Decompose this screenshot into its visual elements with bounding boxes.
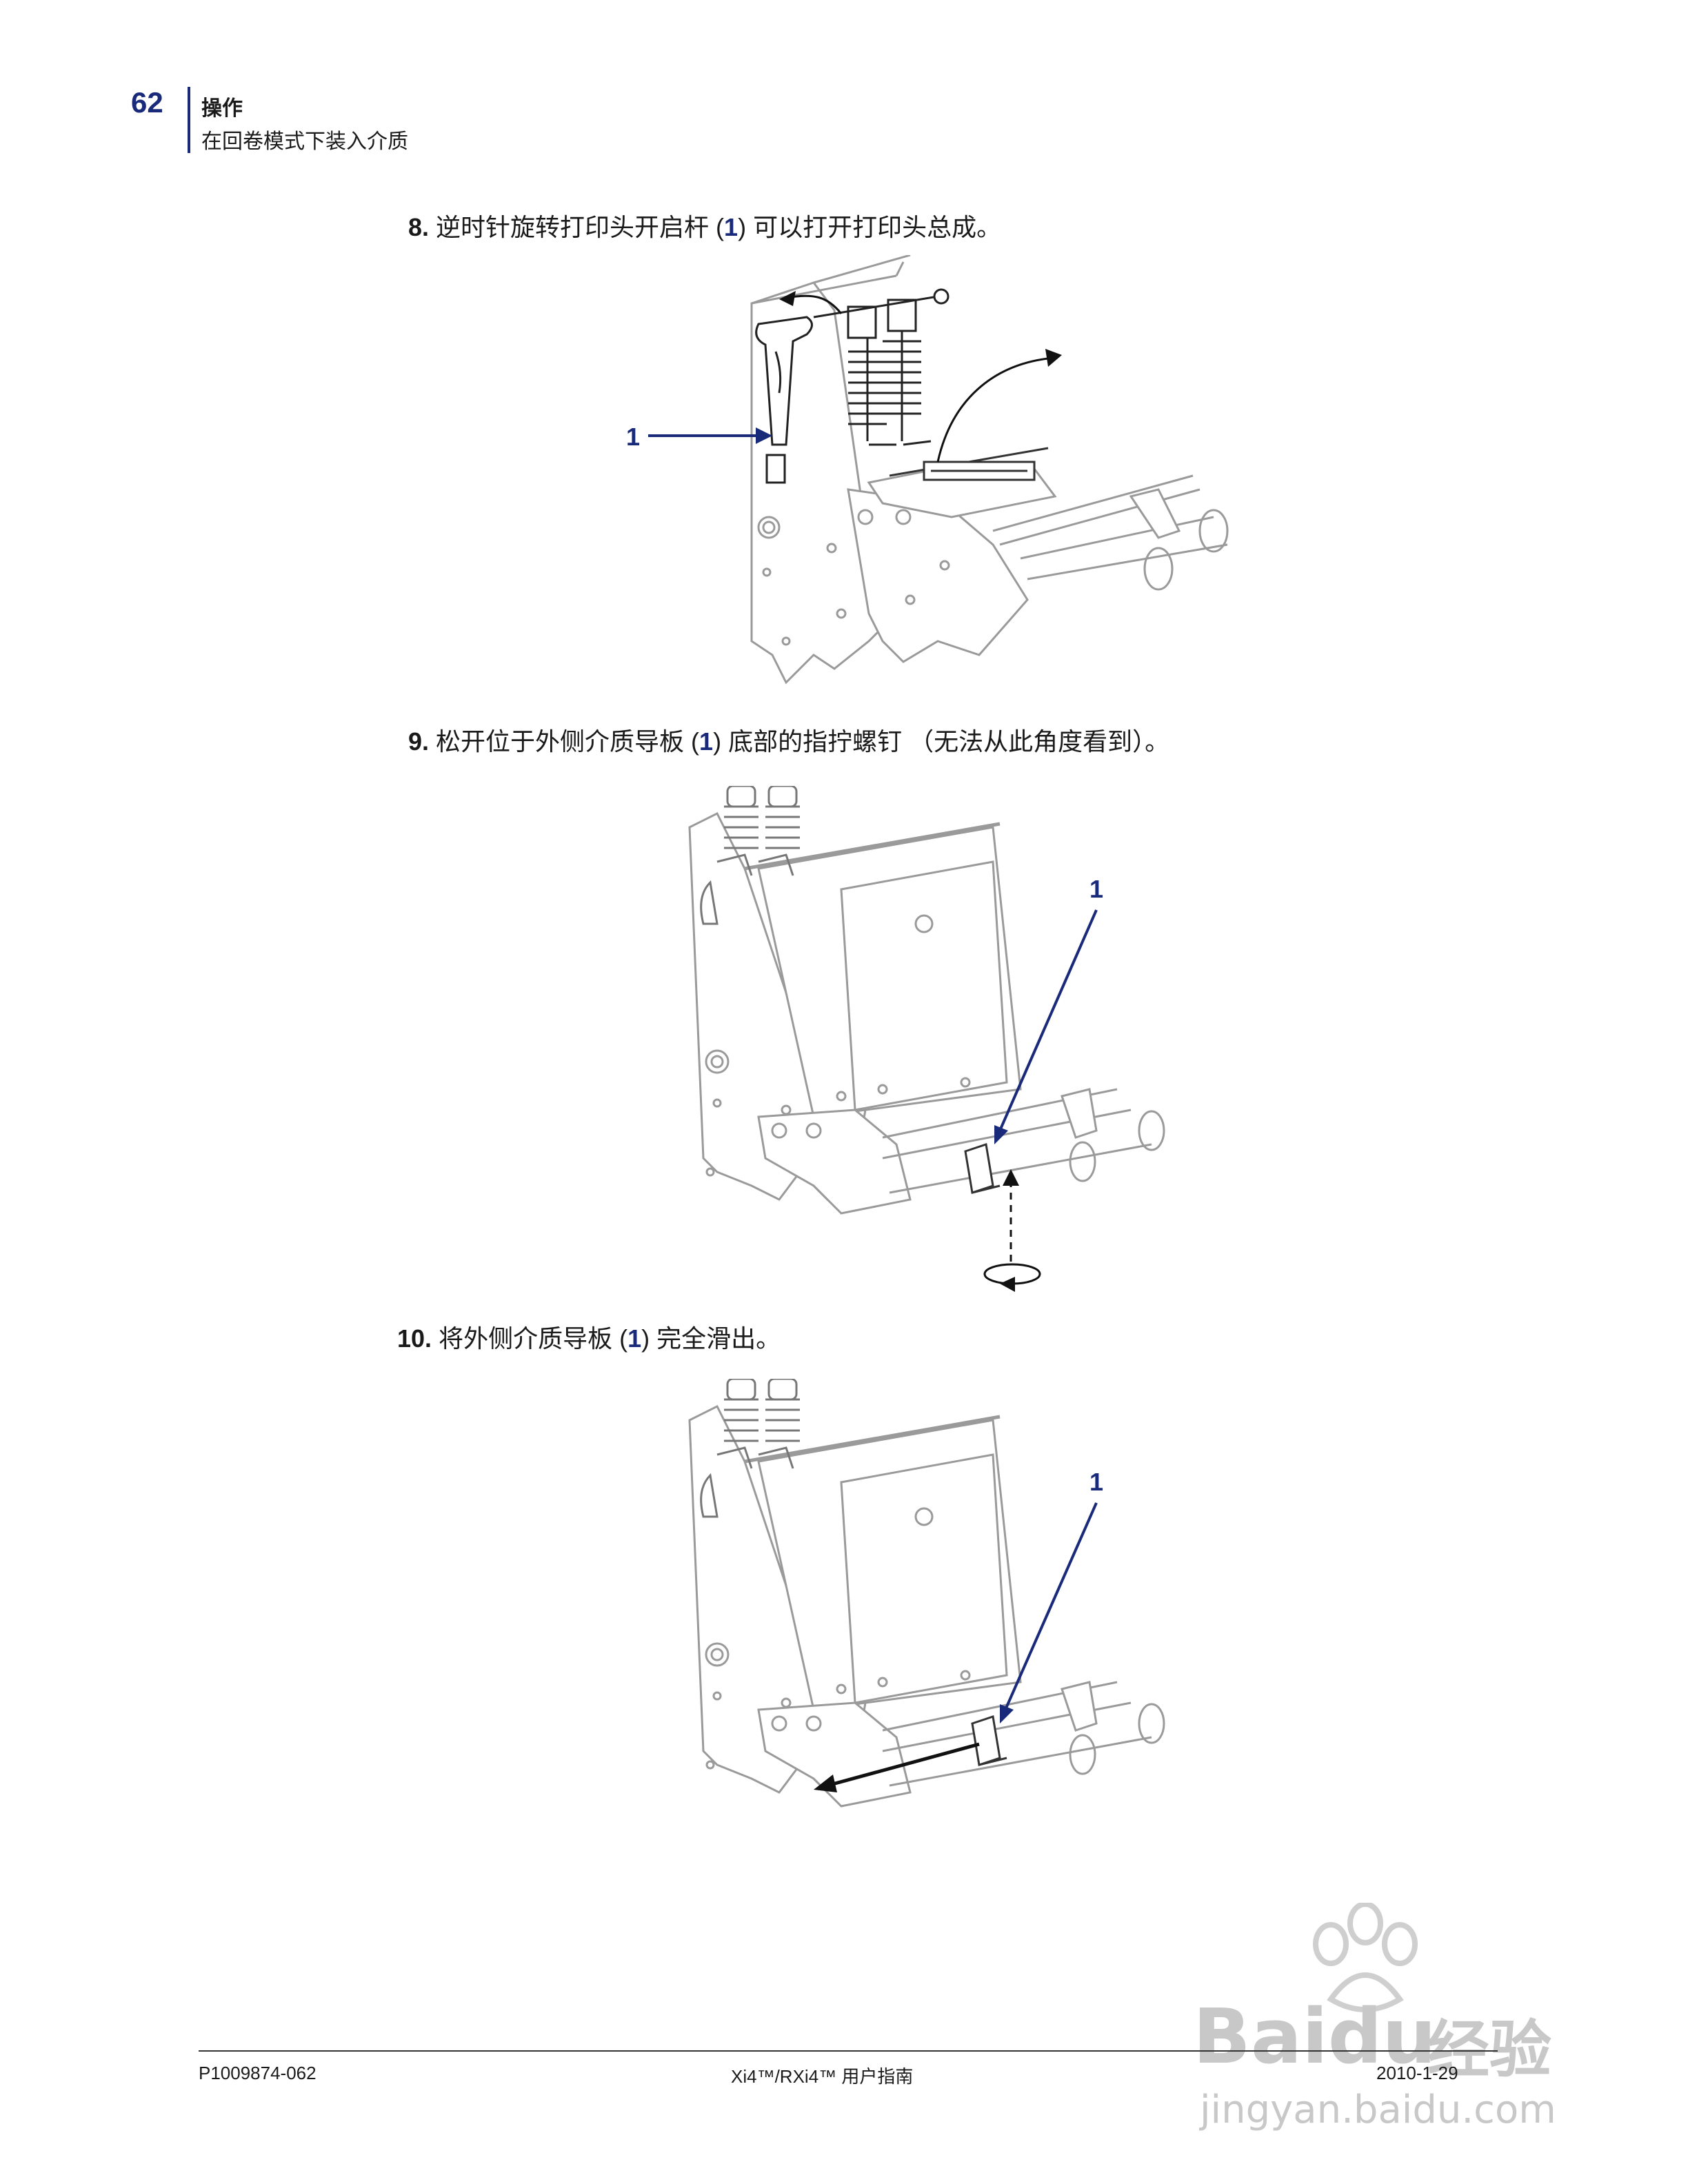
watermark-brand-cn: 经验 xyxy=(1427,2014,1551,2086)
step-text: ) 完全滑出。 xyxy=(641,1324,781,1353)
footer-part-number: P1009874-062 xyxy=(199,2063,316,2083)
step-text: 将外侧介质导板 ( xyxy=(439,1324,628,1353)
step-callout: 1 xyxy=(724,213,738,241)
figure-printhead-lever: 1 xyxy=(607,255,1255,696)
step-10-instruction: 10. 将外侧介质导板 (1) 完全滑出。 xyxy=(397,1324,781,1353)
figure-slide-guide: 1 xyxy=(676,1379,1200,1848)
step-callout: 1 xyxy=(627,1324,642,1353)
step-text: 松开位于外侧介质导板 ( xyxy=(436,727,700,756)
watermark-url: jingyan.baidu.com xyxy=(1200,2087,1556,2132)
step-number: 9. xyxy=(408,727,430,756)
paw-icon xyxy=(1313,1903,1418,2012)
footer-date: 2010-1-29 xyxy=(1376,2063,1458,2083)
chapter-title: 操作 xyxy=(201,97,243,120)
step-number: 8. xyxy=(408,213,430,241)
section-title: 在回卷模式下装入介质 xyxy=(201,130,408,153)
step-text: ) 可以打开打印头总成。 xyxy=(738,213,1002,241)
footer-title: Xi4™/RXi4™ 用户指南 xyxy=(731,2066,914,2087)
figure-thumbscrew: 1 xyxy=(676,786,1200,1296)
step-text: 逆时针旋转打印头开启杆 ( xyxy=(436,213,725,241)
baidu-watermark: Baidu 经验 jingyan.baidu.com xyxy=(1172,1903,1586,2137)
figure-callout-label: 1 xyxy=(626,423,640,451)
header-divider xyxy=(188,87,190,153)
figure-callout-label: 1 xyxy=(1089,875,1103,903)
footer-divider xyxy=(199,2050,1498,2052)
step-8-instruction: 8. 逆时针旋转打印头开启杆 (1) 可以打开打印头总成。 xyxy=(408,212,1001,242)
step-number: 10. xyxy=(397,1324,432,1353)
page-number: 62 xyxy=(131,86,163,119)
step-9-instruction: 9. 松开位于外侧介质导板 (1) 底部的指拧螺钉 （无法从此角度看到）。 xyxy=(408,727,1169,756)
step-text: ) 底部的指拧螺钉 （无法从此角度看到）。 xyxy=(713,727,1170,756)
watermark-brand: Baidu xyxy=(1193,1992,1436,2081)
step-callout: 1 xyxy=(699,727,714,756)
figure-callout-label: 1 xyxy=(1089,1468,1103,1496)
